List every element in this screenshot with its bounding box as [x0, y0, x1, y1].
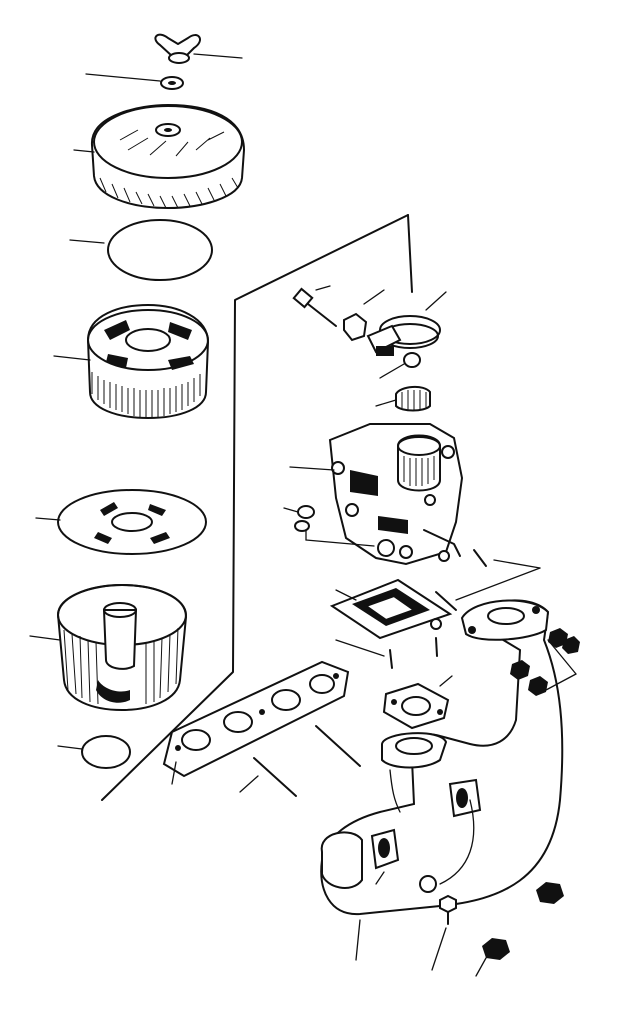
leader-line [547, 639, 577, 675]
leader-line [375, 871, 385, 885]
spring-washers-part [283, 505, 315, 532]
leader-line [363, 289, 385, 305]
hose-clamp-part [366, 291, 447, 356]
leader-line [315, 285, 331, 291]
exhaust-manifold-assembly-part [320, 599, 564, 961]
leader-line [29, 635, 61, 641]
leader-line [493, 559, 541, 569]
studs-part [335, 549, 541, 669]
baffle-plate-part [35, 489, 207, 555]
leader-line [171, 761, 177, 785]
manifold-studs-part [239, 725, 361, 797]
leader-line [439, 675, 453, 687]
assembly-boundary-line [101, 214, 413, 801]
spacer-block-part [375, 386, 431, 412]
washer-part [85, 73, 184, 90]
leader-line [193, 53, 243, 59]
clamp-bolt-part [292, 285, 337, 327]
air-cleaner-housing-part [29, 583, 188, 712]
cover-seal-ring-part [69, 219, 213, 281]
flange-gasket-part [382, 675, 453, 730]
leader-line [283, 507, 299, 513]
leader-line [425, 291, 447, 311]
hex-nut-part [475, 882, 564, 977]
hex-bolt-part [431, 894, 457, 971]
small-nut-part [379, 352, 421, 379]
leader-line [239, 775, 259, 793]
leader-line [335, 589, 357, 601]
manifold-gasket-part [162, 660, 350, 785]
leader-line [57, 745, 83, 750]
filter-element-part [53, 303, 210, 420]
housing-seal-ring-part [57, 735, 131, 769]
leader-line [69, 239, 105, 244]
leader-line [85, 73, 161, 82]
leader-line [375, 399, 397, 407]
leader-line [289, 466, 335, 471]
air-cleaner-cover-part [73, 103, 246, 210]
leader-line [355, 919, 361, 961]
clamp-nut-part [343, 289, 385, 342]
leader-line [545, 673, 577, 691]
wing-nut-part [154, 33, 243, 64]
leader-line [53, 355, 91, 361]
manifold-nuts-part [510, 628, 580, 696]
leader-line [475, 957, 487, 977]
insulator-plate-part [329, 578, 453, 640]
leader-line [335, 639, 385, 657]
leader-line [35, 517, 61, 521]
leader-line [455, 567, 541, 601]
carburettor-part [289, 423, 464, 566]
leader-line [305, 539, 375, 547]
leader-line [431, 927, 447, 971]
leader-line [379, 363, 405, 379]
leader-line [73, 149, 95, 153]
